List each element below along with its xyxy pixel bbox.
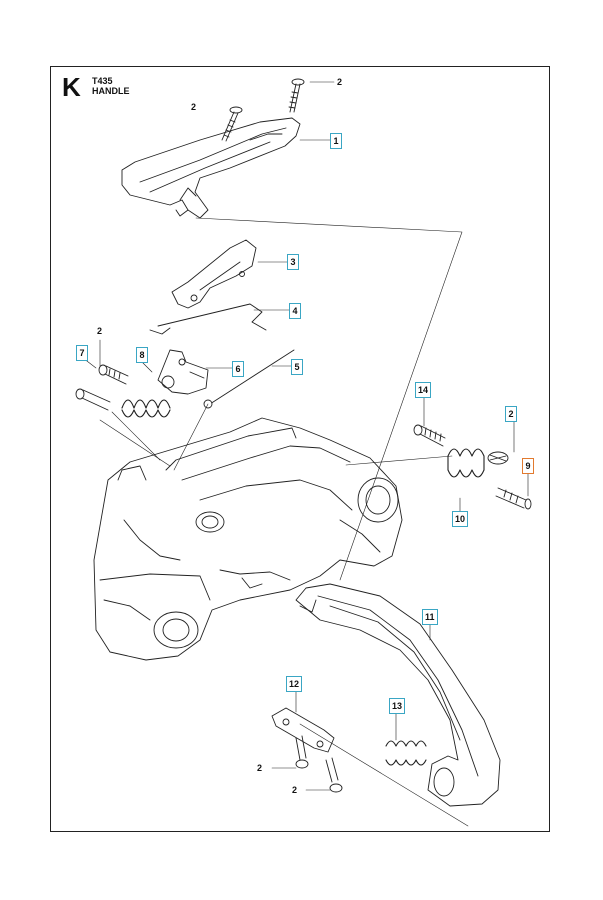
diagram-frame [50, 66, 550, 832]
callout-part-12[interactable]: 12 [286, 676, 303, 692]
section-letter: K [62, 72, 81, 102]
section-model: T435 [92, 76, 113, 86]
part-screw-top-right [288, 78, 305, 113]
part-handle-housing [93, 417, 403, 661]
callout-part-5[interactable]: 5 [291, 359, 303, 375]
callout-part-7[interactable]: 7 [76, 345, 88, 361]
callout-part-2-lower-left[interactable]: 2 [257, 763, 263, 773]
callout-part-2-right[interactable]: 2 [505, 406, 517, 422]
part-screw-9 [495, 487, 532, 510]
part-spring-left [121, 399, 171, 418]
callout-part-2-left[interactable]: 2 [97, 326, 103, 336]
part-screw-left [98, 364, 129, 385]
part-screw-left-lower [75, 388, 111, 411]
callout-part-14[interactable]: 14 [415, 382, 432, 398]
part-spring-10 [447, 448, 485, 478]
part-spring-wire [209, 349, 295, 405]
callout-part-4[interactable]: 4 [289, 303, 301, 319]
callout-part-1[interactable]: 1 [330, 133, 342, 149]
part-spring-13 [385, 740, 427, 766]
callout-part-3[interactable]: 3 [287, 254, 299, 270]
part-screw-lower-right [325, 757, 343, 793]
part-nut [487, 451, 509, 465]
part-top-cover [121, 117, 301, 219]
callout-part-2-lower-right[interactable]: 2 [292, 785, 298, 795]
part-screw-top-left [221, 106, 243, 142]
callout-part-8[interactable]: 8 [136, 347, 148, 363]
part-rear-grip [295, 583, 501, 807]
part-throttle-trigger [171, 239, 257, 309]
callout-part-2-top-right[interactable]: 2 [337, 77, 343, 87]
callout-part-10[interactable]: 10 [452, 511, 469, 527]
callout-part-11[interactable]: 11 [422, 609, 438, 625]
part-bracket-12 [271, 707, 335, 753]
callout-part-13[interactable]: 13 [389, 698, 406, 714]
part-throttle-lever [157, 349, 209, 395]
callout-part-6[interactable]: 6 [232, 361, 244, 377]
section-name: HANDLE [92, 86, 130, 96]
part-screw-14 [413, 424, 446, 447]
part-throttle-rod [157, 303, 267, 331]
part-screw-lower-left [295, 735, 309, 769]
callout-part-9[interactable]: 9 [522, 458, 534, 474]
callout-part-2-top-left[interactable]: 2 [191, 102, 197, 112]
